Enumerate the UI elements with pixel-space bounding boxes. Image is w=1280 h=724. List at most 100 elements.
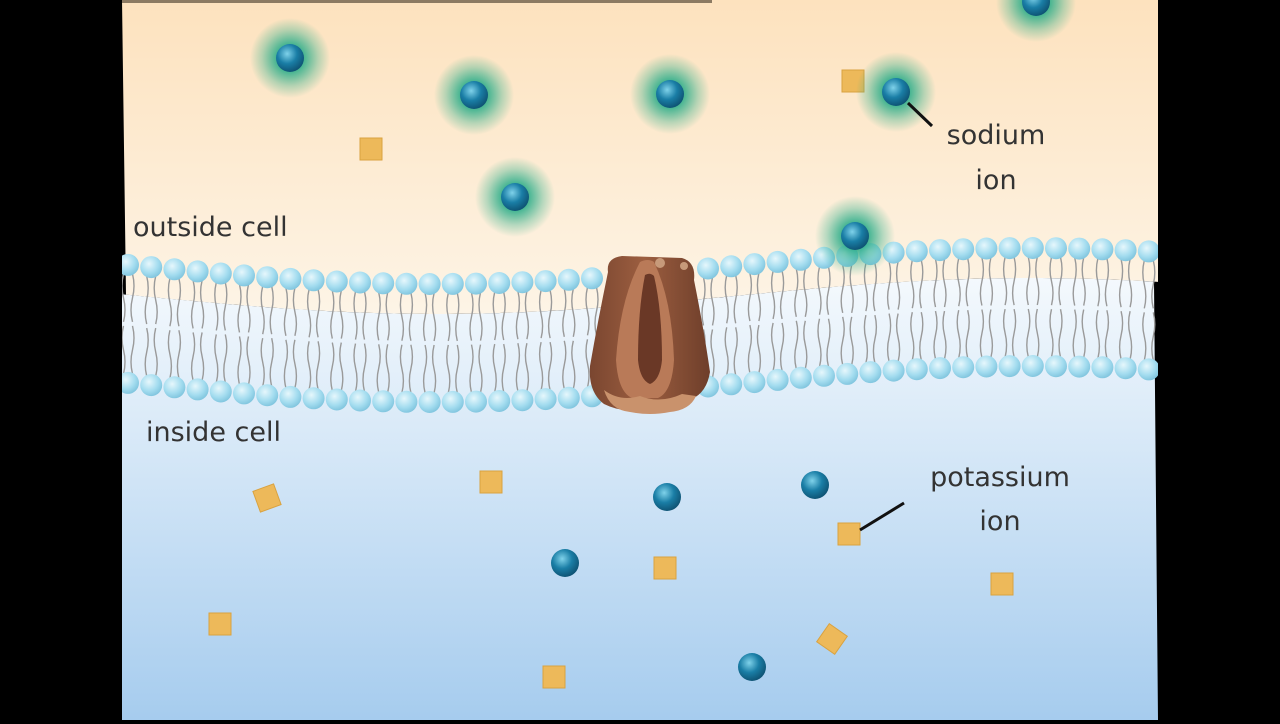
lipid-head [557,386,580,409]
right-letterbox [1158,0,1280,720]
lipid-tail [779,322,785,372]
lipid-tail [283,339,289,389]
lipid-head [372,390,395,413]
lipid-tail [910,260,915,309]
potassium-ion-icon [479,470,503,494]
lipid-head [186,260,209,283]
lipid-tail [1081,309,1086,358]
lipid-head [395,272,418,295]
lipid-tail [130,325,135,375]
lipid-head [418,273,441,295]
lipid-head [1045,355,1067,378]
lipid-tail [803,268,808,317]
lipid-tail [910,312,915,361]
lipid-tail [315,341,321,390]
lipid-tail [770,322,776,372]
lipid-tail [431,292,437,342]
lipid-head [122,253,139,276]
lipid-head [905,240,928,263]
lipid-tail [1095,310,1101,359]
lipid-head [1068,355,1091,378]
potassium-leader-line [859,501,905,532]
lipid-head [557,268,580,291]
lipid-head [952,238,975,261]
lipid-tail [770,270,776,320]
lipid-head [302,387,325,410]
lipid-head [256,384,279,407]
lipid-head [1091,238,1114,261]
sodium-ion-icon [656,80,684,108]
potassium-ion-icon [653,556,677,580]
lipid-tail [886,261,892,310]
lipid-head [418,391,441,413]
potassium-ion-icon [990,572,1014,596]
lipid-tail [1035,256,1040,306]
lipid-tail [223,282,228,331]
top-rule [122,0,712,3]
lipid-tail [562,340,567,389]
lipid-tail [122,325,126,375]
lipid-head [1068,237,1091,260]
potassium-label-line-2: ion [979,506,1021,537]
lipid-tail [988,257,994,306]
lipid-head [279,385,302,408]
lipid-head [1137,240,1158,263]
potassium-ion-icon [252,483,282,513]
lipid-head [488,390,511,412]
sodium-label-line-1: sodium [946,120,1046,151]
lipid-tail [478,292,483,341]
lipid-tail [330,290,335,339]
lipid-tail [817,318,822,367]
lipid-tail [585,339,590,388]
lipid-head [581,267,603,290]
lipid-head [882,359,905,382]
lipid-head [186,378,209,401]
lipid-tail [965,309,970,359]
lipid-head [859,361,882,384]
lipid-tail [1049,256,1054,306]
lipid-tail [747,272,753,322]
lipid-tail [979,309,985,358]
lipid-tail [315,289,321,338]
lipid-head [233,382,255,405]
lipid-head [789,366,812,389]
lipid-tail [237,336,242,385]
lipid-head [534,388,557,411]
lipid-tail [144,275,149,325]
sodium-ion-icon [551,549,579,577]
lipid-tail [803,320,808,369]
lipid-tail [167,330,173,379]
lipid-head [766,250,789,273]
lipid-tail [942,258,947,308]
lipid-tail [701,277,706,326]
lipid-head [122,371,139,394]
lipid-tail [399,292,405,341]
lipid-tail [283,287,289,337]
lipid-head [929,357,951,380]
lipid-tail [988,309,994,358]
lipid-head [1114,239,1137,262]
lipid-tail [756,324,762,374]
lipid-tail [292,287,298,337]
lipid-tail [455,344,460,394]
lipid-head [1045,237,1067,260]
lipid-tail [747,324,753,374]
sodium-ion-icon [801,471,829,499]
lipid-tail [886,313,892,362]
lipid-tail [956,309,961,359]
potassium-label-line-1: potassium [930,462,1070,493]
lipid-head [163,258,186,281]
lipid-head [1091,356,1114,379]
lipid-tail [840,316,845,366]
lipid-head [511,389,534,412]
lipid-tail [176,278,182,327]
lipid-tail [571,340,576,389]
sodium-ion-icon [276,44,304,72]
potassium-ion-icon [542,665,566,689]
lipid-head [1021,237,1044,259]
lipid-tail [1002,256,1008,306]
lipid-tail [826,318,831,367]
lipid-tail [1127,311,1133,360]
lipid-head [1021,355,1044,377]
lipid-tail [237,284,242,333]
